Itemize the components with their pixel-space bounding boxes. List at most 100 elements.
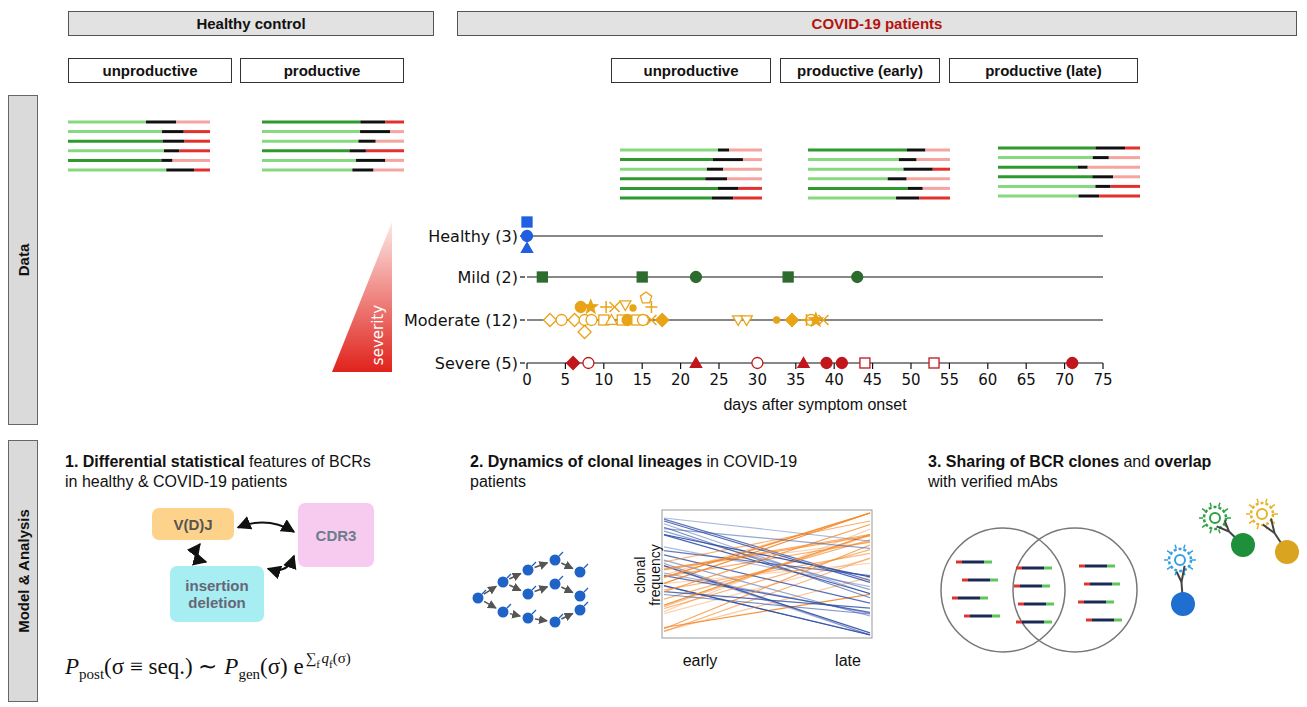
art-stroke [733,197,762,200]
feature-box: V(D)J [152,508,234,540]
art-stroke [163,140,185,143]
cell-dot [523,565,534,576]
axis-tick-label: 30 [748,371,767,389]
axis-tick-label: 70 [1055,371,1074,389]
art-stroke [933,168,950,171]
formula-part: (σ) e [260,654,304,679]
art-stroke [1016,567,1022,570]
art-stroke [899,158,917,161]
art-stroke [970,615,992,618]
node-text: severity [369,305,387,365]
art-stroke [664,513,870,577]
art-stroke [584,564,588,568]
axis-tick-label: 60 [978,371,997,389]
data-marker [783,272,793,282]
art-stroke [565,363,566,369]
data-marker [567,357,580,370]
art-stroke [527,362,1103,363]
cell-dot [550,555,561,566]
art-stroke [718,363,719,369]
label-group: 5 [561,371,571,389]
data-marker [852,272,863,283]
art-stroke [1219,529,1220,533]
formula-part: gen [238,666,260,682]
art-stroke [642,363,643,369]
data-marker [610,302,620,312]
art-stroke [352,169,373,172]
data-marker [637,272,647,282]
data-marker [575,302,586,313]
node-text: productive [284,62,361,79]
label-group: Severe (5) [435,354,518,373]
art-stroke [620,168,707,171]
data-marker [640,292,651,303]
formula-part: (σ ≡ seq.) ∼ [104,654,217,679]
art-stroke [535,563,548,568]
cell-dot [575,605,586,616]
data-marker [556,315,567,326]
art-stroke [1024,603,1046,606]
art-stroke [718,149,729,152]
art-stroke [1093,156,1109,159]
art-stroke [664,550,870,609]
art-stroke [176,121,210,124]
label-text: with verified mAbs [928,473,1058,490]
art-stroke [1113,175,1140,178]
label-group: Mild (2) [457,268,518,287]
label-text: clonal frequency [632,544,663,605]
node-text: insertion deletion [177,577,257,611]
art-stroke [664,535,870,570]
art-stroke [834,363,835,369]
label-group: 10 [594,371,613,389]
art-stroke [1246,513,1250,515]
art-stroke [1111,185,1140,188]
data-marker [521,243,532,253]
art-stroke [532,562,536,566]
art-stroke [808,168,903,171]
art-stroke [68,169,166,172]
art-stroke [795,363,796,369]
data-marker [752,358,763,369]
art-stroke [723,168,762,171]
data-marker [606,315,617,325]
art-stroke [1249,521,1252,523]
label-group: 0 [522,371,532,389]
label-text: and [1123,453,1150,470]
axis-tick-label: 40 [825,371,844,389]
label-group: 30 [748,371,767,389]
label-group: 2. Dynamics of clonal lineagesin COVID-1… [470,452,810,492]
label-group: 50 [901,371,920,389]
art-stroke [903,168,932,171]
art-stroke [349,149,365,152]
art-stroke [808,158,899,161]
art-stroke [185,140,210,143]
axis-tick-label: 75 [1093,371,1112,389]
data-marker [818,315,828,325]
art-stroke [705,177,727,180]
art-stroke [1099,195,1140,198]
label-group: 35 [786,371,805,389]
art-stroke [949,363,950,369]
data-marker [774,317,780,323]
art-stroke [743,158,762,161]
data-marker [929,358,939,368]
art-stroke [68,130,162,133]
data-marker [860,358,870,368]
art-stroke [68,121,146,124]
data-marker [806,314,808,326]
art-stroke [262,149,349,152]
art-stroke [620,177,705,180]
art-stroke [532,586,536,590]
cell-dot [575,591,586,602]
data-marker [836,358,847,369]
label-text: 1. Differential statistical [65,453,245,470]
section-band: Data [8,95,38,425]
art-stroke [1109,156,1140,159]
formula-part: post [79,666,104,682]
art-stroke [262,140,358,143]
art-stroke [184,130,210,133]
art-stroke [68,140,163,143]
art-stroke [727,177,762,180]
art-stroke [808,187,908,190]
art-stroke [620,149,718,152]
